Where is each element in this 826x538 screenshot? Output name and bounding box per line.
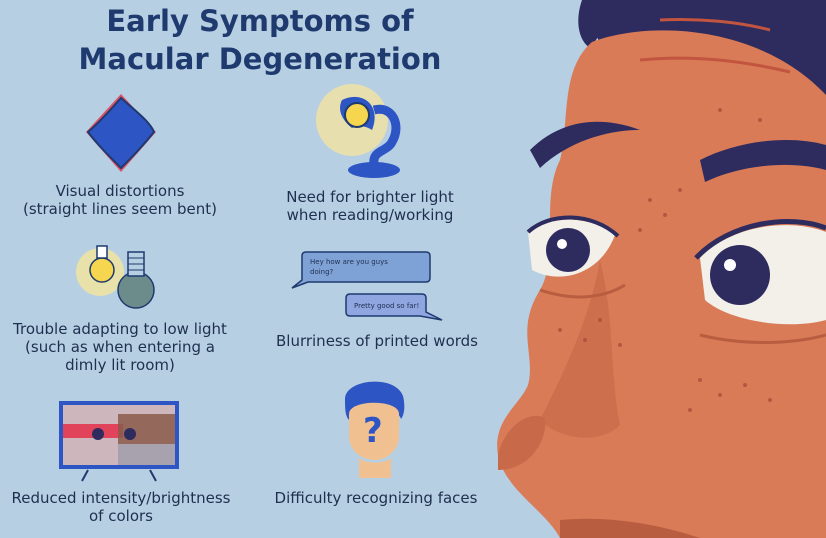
face-illustration bbox=[497, 0, 826, 538]
chat-message-1-cont: doing? bbox=[310, 268, 334, 276]
distorted-square-icon bbox=[86, 94, 156, 172]
title-line-2: Macular Degeneration bbox=[78, 42, 442, 76]
symptom-caption-1: Visual distortions (straight lines seem … bbox=[10, 182, 230, 218]
unknown-face-icon: ? bbox=[345, 381, 405, 478]
desk-lamp-icon bbox=[316, 84, 401, 178]
symptom-caption-3: Trouble adapting to low light (such as w… bbox=[0, 320, 240, 374]
caption-line: (such as when entering a bbox=[25, 338, 215, 356]
caption-line: Trouble adapting to low light bbox=[13, 320, 227, 338]
caption-line: dimly lit room) bbox=[65, 356, 175, 374]
symptom-caption-5: Reduced intensity/brightness of colors bbox=[4, 489, 238, 525]
caption-line: Need for brighter light bbox=[286, 188, 454, 206]
chat-bubbles-icon: Hey how are you guys doing? Pretty good … bbox=[291, 251, 443, 321]
caption-line: of colors bbox=[89, 507, 153, 525]
light-bulbs-icon bbox=[76, 245, 155, 309]
page-title: Early Symptoms of Macular Degeneration bbox=[40, 2, 480, 78]
symptom-caption-4: Blurriness of printed words bbox=[262, 332, 492, 350]
caption-line: Reduced intensity/brightness bbox=[11, 489, 231, 507]
tv-faded-colors-icon bbox=[59, 401, 179, 482]
title-line-1: Early Symptoms of bbox=[106, 4, 414, 38]
caption-line: Blurriness of printed words bbox=[275, 332, 478, 350]
chat-message-2: Pretty good so far! bbox=[354, 302, 419, 310]
caption-line: Visual distortions bbox=[55, 182, 185, 200]
symptom-caption-2: Need for brighter light when reading/wor… bbox=[265, 188, 475, 224]
caption-line: (straight lines seem bent) bbox=[22, 200, 218, 218]
chat-message-1: Hey how are you guys bbox=[310, 258, 388, 266]
caption-line: Difficulty recognizing faces bbox=[274, 489, 478, 507]
symptom-caption-6: Difficulty recognizing faces bbox=[264, 489, 488, 507]
svg-text:?: ? bbox=[363, 411, 383, 451]
caption-line: when reading/working bbox=[286, 206, 454, 224]
